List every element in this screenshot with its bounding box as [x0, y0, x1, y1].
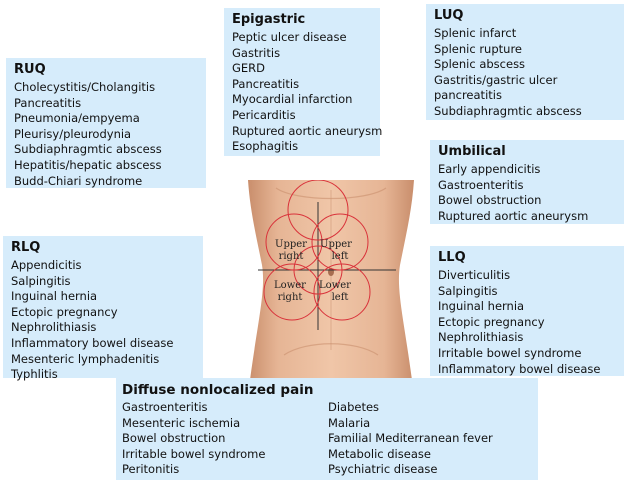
- region-circle: [313, 263, 371, 321]
- lower-right-label: right: [278, 292, 303, 303]
- upper-left-label: Upper: [320, 239, 352, 250]
- diffuse-box: Diffuse nonlocalized pain Gastroenteriti…: [116, 378, 538, 480]
- list-item: Gastroenteritis: [438, 177, 524, 192]
- diffuse-left-list: Gastroenteritis Mesenteric ischemia Bowe…: [122, 400, 328, 478]
- rlq-box: RLQ Appendicitis Salpingitis Inguinal he…: [3, 236, 203, 381]
- list-item: Myocardial infarction: [232, 92, 353, 107]
- epigastric-title: Epigastric: [232, 12, 306, 27]
- list-item: Esophagitis: [232, 139, 299, 154]
- list-item: Metabolic disease: [328, 446, 431, 461]
- list-item: Inguinal hernia: [11, 289, 98, 304]
- list-item: Bowel obstruction: [122, 431, 226, 446]
- region-circle: [311, 213, 369, 271]
- list-item: Diabetes: [328, 400, 380, 414]
- ruq-box: RUQ Cholecystitis/Cholangitis Pancreatit…: [6, 58, 206, 188]
- list-item: Ruptured aortic aneurysm: [232, 123, 383, 138]
- list-item: Psychiatric disease: [328, 462, 438, 477]
- list-item: Inflammatory bowel disease: [438, 361, 601, 376]
- list-item: Subdiaphragmtic abscess: [434, 103, 582, 118]
- list-item: Splenic infarct: [434, 26, 517, 40]
- list-item: Appendicitis: [11, 258, 82, 272]
- list-item: Bowel obstruction: [438, 193, 542, 208]
- lower-left-label: Lower: [319, 280, 351, 291]
- epigastric-list: Peptic ulcer disease Gastritis GERD Panc…: [232, 30, 383, 155]
- list-item: Irritable bowel syndrome: [122, 446, 266, 461]
- rlq-title: RLQ: [11, 240, 41, 255]
- lower-right-label: Lower: [274, 280, 306, 291]
- diffuse-columns: Gastroenteritis Mesenteric ischemia Bowe…: [122, 400, 530, 478]
- list-item: Familial Mediterranean fever: [328, 431, 493, 446]
- umbilical-list: Early appendicitis Gastroenteritis Bowel…: [438, 162, 616, 224]
- umbilical-title: Umbilical: [438, 144, 506, 159]
- list-item: GERD: [232, 61, 266, 76]
- list-item: Inflammatory bowel disease: [11, 335, 174, 350]
- diffuse-title: Diffuse nonlocalized pain: [122, 382, 314, 398]
- list-item: Splenic rupture: [434, 41, 522, 56]
- llq-box: LLQ Diverticulitis Salpingitis Inguinal …: [430, 246, 624, 376]
- upper-right-label: Upper: [275, 239, 307, 250]
- diffuse-right-list: Diabetes Malaria Familial Mediterranean …: [328, 400, 493, 478]
- abdomen-illustration: Upper right Upper left Lower right Lower…: [248, 180, 414, 380]
- list-item: Pleurisy/pleurodynia: [14, 126, 132, 141]
- list-item: Ectopic pregnancy: [438, 314, 545, 329]
- ruq-list: Cholecystitis/Cholangitis Pancreatitis P…: [14, 80, 198, 189]
- list-item: Peptic ulcer disease: [232, 30, 347, 44]
- upper-left-label: left: [332, 251, 349, 262]
- region-circle: [263, 263, 321, 321]
- list-item: Cholecystitis/Cholangitis: [14, 80, 156, 94]
- list-item: Hepatitis/hepatic abscess: [14, 157, 162, 172]
- list-item: Ectopic pregnancy: [11, 304, 118, 319]
- ruq-title: RUQ: [14, 62, 46, 77]
- list-item: Pancreatitis: [14, 95, 82, 110]
- list-item: Ruptured aortic aneurysm: [438, 208, 589, 223]
- umbilical-box: Umbilical Early appendicitis Gastroenter…: [430, 140, 624, 224]
- list-item: Splenic abscess: [434, 57, 526, 72]
- luq-box: LUQ Splenic infarct Splenic rupture Sple…: [426, 4, 624, 120]
- luq-title: LUQ: [434, 8, 464, 23]
- list-item: pancreatitis: [434, 88, 502, 103]
- llq-title: LLQ: [438, 250, 466, 265]
- list-item: Mesenteric lymphadenitis: [11, 351, 160, 366]
- list-item: Early appendicitis: [438, 162, 541, 176]
- list-item: Budd-Chiari syndrome: [14, 173, 143, 188]
- torso-shading: [283, 343, 379, 356]
- list-item: Salpingitis: [438, 283, 498, 298]
- list-item: Salpingitis: [11, 273, 71, 288]
- list-item: Subdiaphragmtic abscess: [14, 142, 162, 157]
- list-item: Peritonitis: [122, 462, 180, 477]
- list-item: Nephrolithiasis: [438, 330, 524, 345]
- list-item: Typhlitis: [11, 367, 58, 382]
- list-item: Diverticulitis: [438, 268, 511, 282]
- list-item: Pancreatitis: [232, 76, 300, 91]
- list-item: Nephrolithiasis: [11, 320, 97, 335]
- list-item: Mesenteric ischemia: [122, 415, 241, 430]
- list-item: Gastritis/gastric ulcer: [434, 72, 558, 87]
- region-circle: [287, 180, 349, 241]
- list-item: Malaria: [328, 415, 371, 430]
- epigastric-box: Epigastric Peptic ulcer disease Gastriti…: [224, 8, 383, 156]
- list-item: Gastroenteritis: [122, 400, 208, 414]
- region-circle: [293, 245, 343, 295]
- llq-list: Diverticulitis Salpingitis Inguinal hern…: [438, 268, 616, 377]
- list-item: Irritable bowel syndrome: [438, 345, 582, 360]
- list-item: Pericarditis: [232, 107, 296, 122]
- lower-left-label: left: [332, 292, 349, 303]
- list-item: Inguinal hernia: [438, 299, 525, 314]
- rlq-list: Appendicitis Salpingitis Inguinal hernia…: [11, 258, 195, 383]
- list-item: Gastritis: [232, 45, 281, 60]
- list-item: Pneumonia/empyema: [14, 111, 140, 126]
- luq-list: Splenic infarct Splenic rupture Splenic …: [434, 26, 616, 120]
- upper-right-label: right: [279, 251, 304, 262]
